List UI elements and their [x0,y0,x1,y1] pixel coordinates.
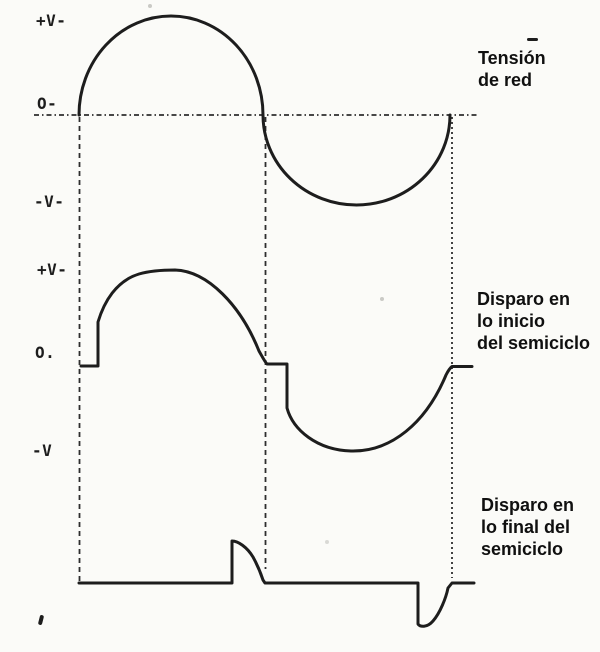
scan-artifact-dash [527,38,538,41]
annotation-line: de red [478,70,533,90]
wave-trigger-start-of-half-cycle [79,268,474,453]
axis-label-mid-zero: O. [35,343,56,362]
scan-speck [148,4,152,8]
annotation-line: Disparo en [481,495,575,515]
axis-label-top-minus-v: -V- [34,192,65,211]
scan-speck [380,297,384,301]
annotation-line: Disparo en [477,289,571,309]
annotation-trigger-end: Disparo en lo final del semiciclo [481,494,574,560]
axis-label-mid-plus-v: +V- [37,260,68,279]
annotation-trigger-start: Disparo en lo inicio del semiciclo [477,288,590,354]
annotation-line: Tensión [478,48,546,68]
annotation-mains-voltage: Tensión de red [478,47,546,91]
axis-label-mid-minus-v: -V [32,441,53,460]
annotation-line: del semiciclo [477,333,591,353]
annotation-line: semiciclo [481,539,564,559]
annotation-line: lo final del [481,517,571,537]
annotation-line: lo inicio [477,311,546,331]
scan-speck [325,540,329,544]
axis-label-top-plus-v: +V- [36,11,67,30]
axis-label-top-zero: O- [37,94,58,113]
wave-mains-voltage [77,14,452,207]
wave-trigger-end-of-half-cycle [77,539,476,628]
